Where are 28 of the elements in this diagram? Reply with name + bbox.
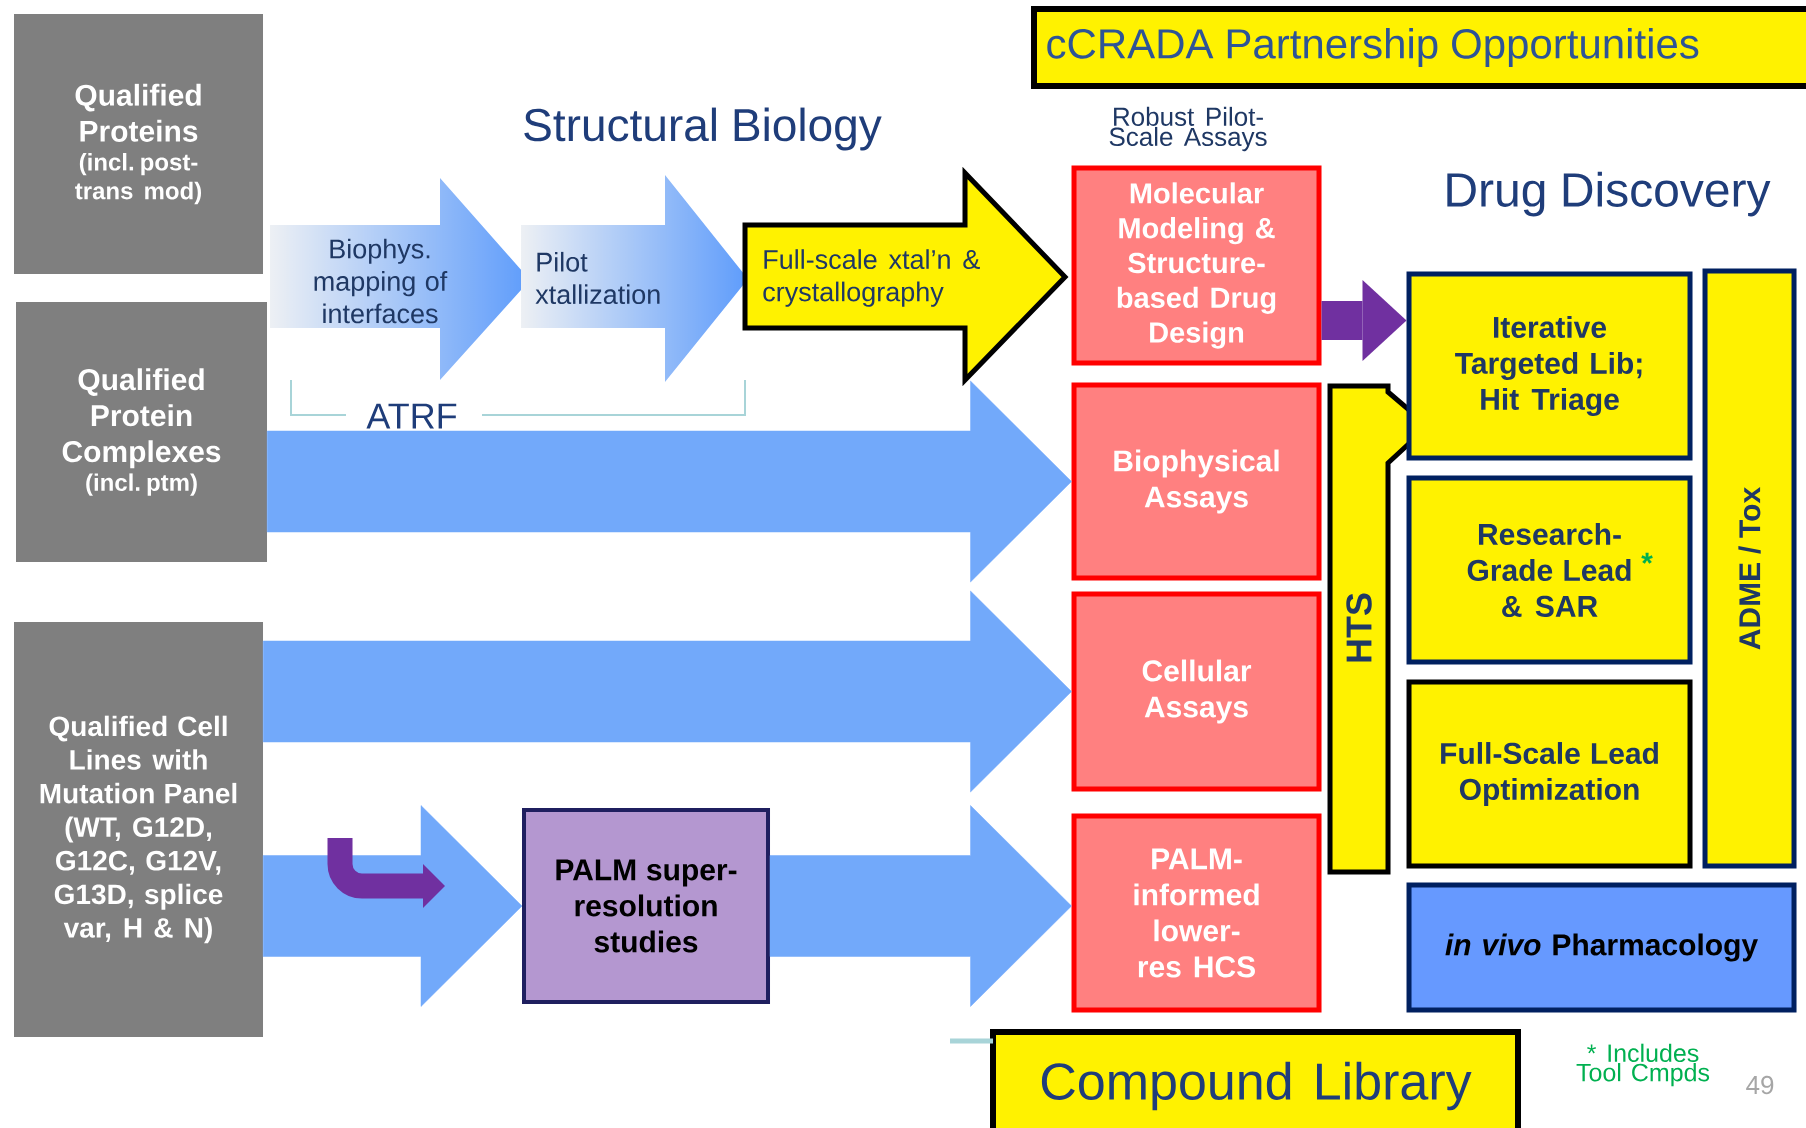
process-box: PALM super-resolution studies bbox=[522, 808, 770, 1004]
section-title: Structural Biology bbox=[524, 107, 882, 151]
arrow bbox=[769, 805, 1072, 1007]
assay-box: Molecular Modeling & Structure-based Drug Design bbox=[1071, 165, 1322, 366]
section-title: Drug Discovery bbox=[1447, 171, 1771, 217]
process-box: in vivo Pharmacology bbox=[1406, 882, 1797, 1013]
arrow bbox=[266, 380, 1072, 583]
process-box: Research-Grade Lead & SAR * bbox=[1406, 475, 1693, 665]
arrow bbox=[262, 590, 1072, 793]
banner-box: cCRADA Partnership Opportunities bbox=[1031, 6, 1806, 89]
assay-box: PALM-informed lower-res HCS bbox=[1071, 813, 1322, 1013]
bracket-label: ATRF bbox=[366, 403, 457, 429]
source-box: Qualified Cell Lines with Mutation Panel (WT, G12D, G12C, G12V, G13D, splice var, H & N) bbox=[14, 622, 263, 1037]
page-number: 49 bbox=[1746, 1075, 1774, 1095]
source-box: Qualified Proteins (incl. post-trans mod) bbox=[14, 14, 263, 274]
banner-box: Compound Library bbox=[990, 1029, 1521, 1128]
process-box: Iterative Targeted Lib; Hit Triage bbox=[1406, 271, 1693, 461]
footnote: * Includes Tool Cmpds bbox=[1576, 1043, 1710, 1087]
vertical-bar: ADME / Tox bbox=[1702, 268, 1797, 869]
assay-box: Cellular Assays bbox=[1071, 591, 1322, 792]
assay-box: Biophysical Assays bbox=[1071, 382, 1322, 581]
arrow bbox=[1321, 280, 1407, 361]
process-box: Full-Scale Lead Optimization bbox=[1406, 679, 1693, 869]
step-arrow: Pilot xtallization bbox=[535, 251, 660, 305]
arrow bbox=[262, 805, 523, 1007]
step-arrow: Biophys. mapping of interfaces bbox=[314, 238, 448, 324]
source-box: Qualified Protein Complexes (incl. ptm) bbox=[16, 302, 267, 562]
column-heading: Robust Pilot-Scale Assays bbox=[1109, 106, 1267, 152]
